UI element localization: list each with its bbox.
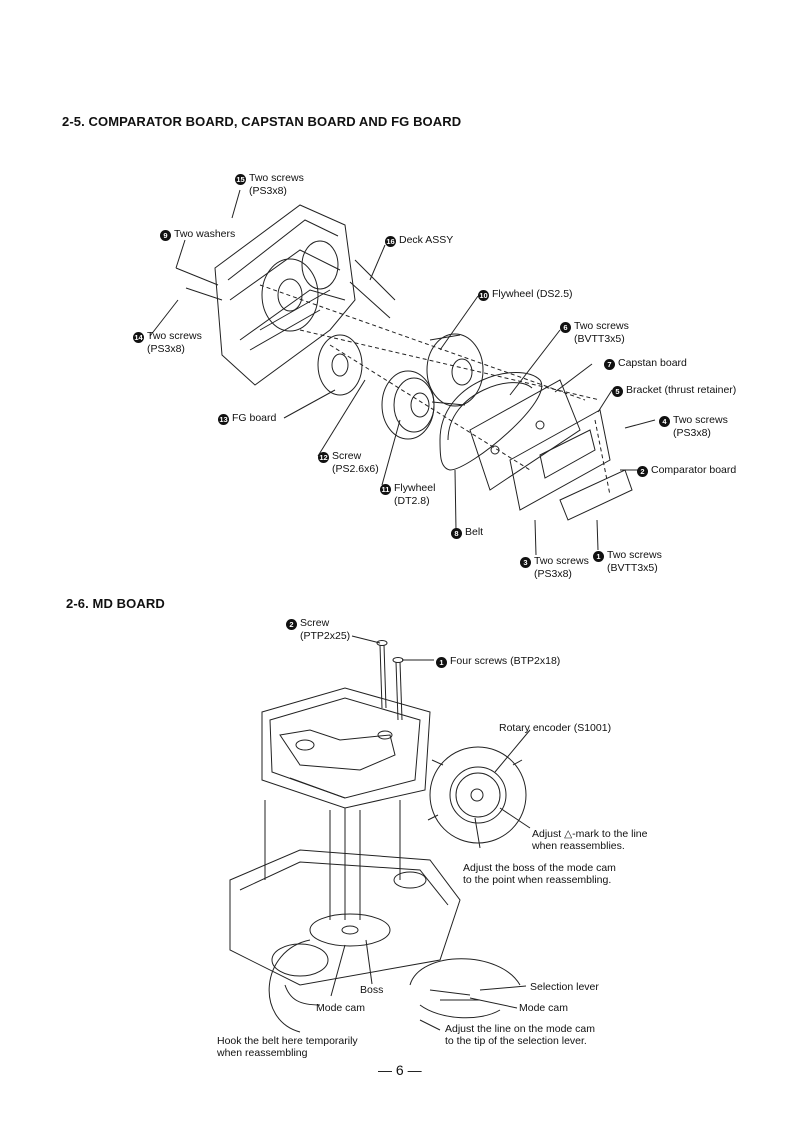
page-number: — 6 — (378, 1062, 422, 1078)
section-2-6-title: 2-6. MD BOARD (66, 596, 165, 611)
label-mode-cam-left: Mode cam (316, 1002, 366, 1014)
md-chassis-drawing (229, 800, 461, 986)
label-boss: Boss (360, 984, 384, 996)
flywheels-drawing (381, 333, 484, 440)
section-2-5-title: 2-5. COMPARATOR BOARD, CAPSTAN BOARD AND… (62, 114, 462, 129)
detail-circle-left (268, 939, 329, 1033)
leader-lines-2-5 (149, 189, 656, 556)
bracket-drawing (509, 409, 611, 511)
label-mode-cam-right: Mode cam (519, 1002, 569, 1014)
comparator-board-drawing (559, 469, 633, 521)
rotary-encoder-drawing (427, 746, 527, 844)
detail-circle-right (409, 958, 521, 1019)
exploded-guide-lines (259, 284, 611, 496)
label-rotary-encoder: Rotary encoder (S1001) (499, 722, 612, 734)
label-selection-lever: Selection lever (530, 981, 599, 993)
belt-drawing (439, 372, 543, 471)
capstan-board-drawing (469, 379, 581, 491)
screws-drawing (376, 640, 404, 721)
leader-lines-2-6 (330, 635, 531, 1031)
md-board-top-drawing (261, 687, 431, 818)
